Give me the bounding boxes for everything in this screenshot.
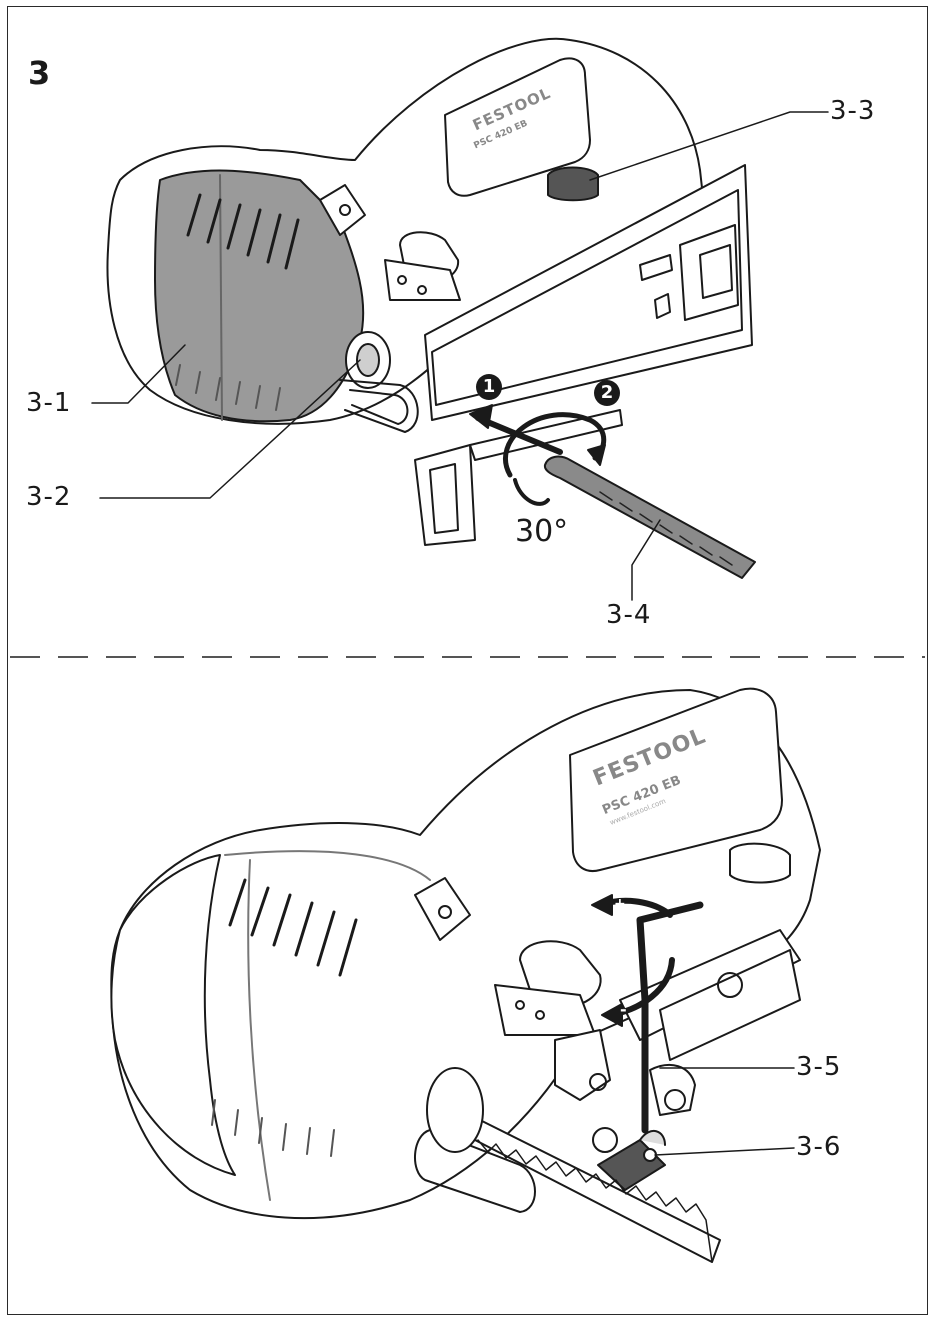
callout-3-2: 3-2 [26, 482, 72, 512]
callout-3-1: 3-1 [26, 388, 72, 418]
page-frame [7, 6, 928, 1315]
callout-3-5: 3-5 [796, 1052, 842, 1082]
angle-label: 30° [515, 514, 569, 549]
callout-3-4: 3-4 [606, 600, 652, 630]
plus-sign: + [614, 896, 626, 912]
callout-3-6: 3-6 [796, 1132, 842, 1162]
figure-number: 3 [28, 54, 51, 92]
section-divider [10, 656, 925, 658]
top-illustration [91, 37, 829, 601]
callout-3-3: 3-3 [830, 96, 876, 126]
step-2-badge: 2 [594, 380, 620, 406]
minus-sign: - [620, 1000, 627, 1019]
step-1-badge: 1 [476, 374, 502, 400]
